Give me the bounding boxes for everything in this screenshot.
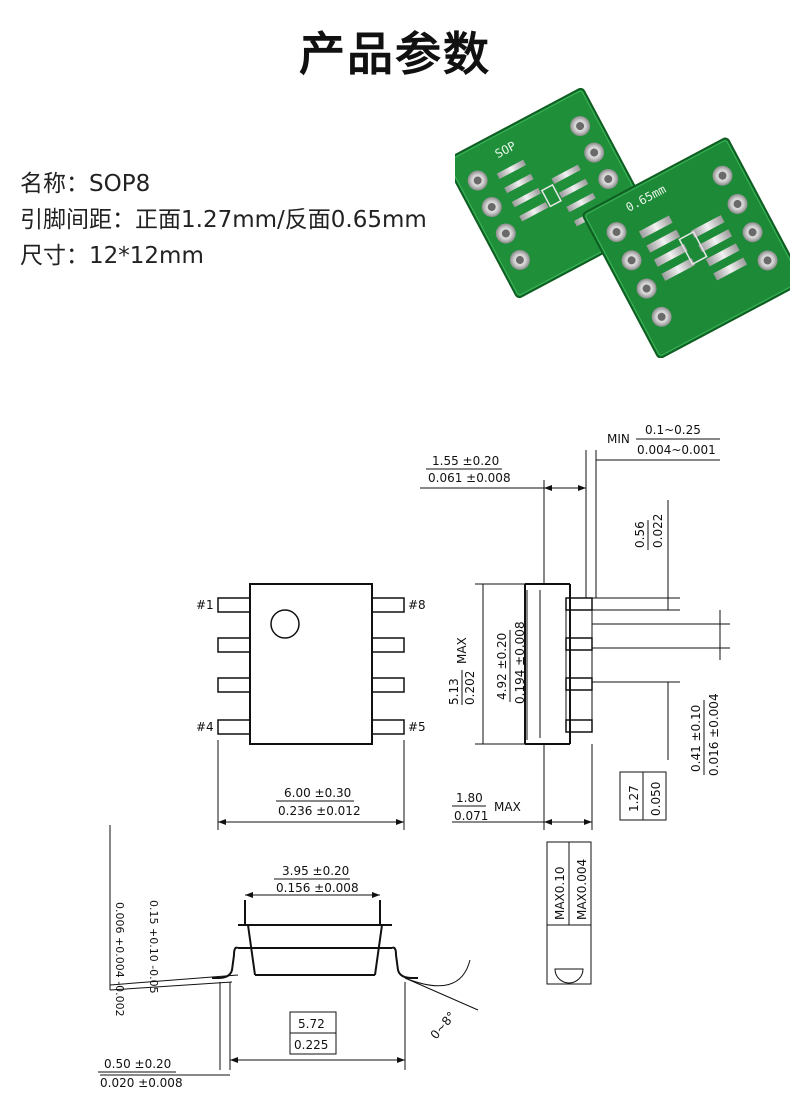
outline-geometry [100, 450, 730, 1076]
pcb-board-back: 0.65mm [582, 137, 790, 358]
pitch-top: 1.27 [627, 785, 641, 812]
height-max-top: 1.80 [456, 791, 483, 805]
spec-size: 尺寸：12*12mm [20, 243, 204, 269]
lead-thickness-top: 0.1~0.25 [645, 423, 701, 437]
standoff-top: 0.15 +0.10 -0.05 [147, 900, 160, 994]
pcb-adapter-photo: SOP 0.65mm [455, 88, 790, 358]
pin-label-5: #5 [408, 720, 426, 734]
body-length-max-top: 5.13 [447, 678, 461, 705]
height-bottom: 0.061 ±0.008 [428, 471, 511, 485]
lead-width2-bottom: 0.016 ±0.004 [707, 693, 721, 776]
body-width-top: 3.95 ±0.20 [282, 864, 349, 878]
body-length-top: 4.92 ±0.20 [495, 633, 509, 700]
pin-label-8: #8 [408, 598, 426, 612]
lead-thickness-bottom: 0.004~0.001 [637, 443, 716, 457]
foot-top: 0.50 ±0.20 [104, 1057, 171, 1071]
lead-width2-top: 0.41 ±0.10 [689, 705, 703, 772]
lead-width-bottom: 0.022 [651, 514, 665, 548]
pcb-board-front: SOP [455, 88, 656, 299]
min-label: MIN [607, 432, 630, 446]
body-length-max-suffix: MAX [455, 637, 469, 664]
foot-bottom: 0.020 ±0.008 [100, 1076, 183, 1090]
lead-span-top: 5.72 [298, 1017, 325, 1031]
height-max-bottom: 0.071 [454, 809, 488, 823]
pitch-bottom: 0.050 [649, 782, 663, 816]
spec-name: 名称：SOP8 [20, 171, 151, 197]
body-width-bottom: 0.156 ±0.008 [276, 881, 359, 895]
page-title: 产品参数 [299, 27, 491, 81]
coplanarity-bottom: MAX0.004 [575, 859, 589, 920]
span-top: 6.00 ±0.30 [284, 786, 351, 800]
height-top: 1.55 ±0.20 [432, 454, 499, 468]
pin-label-4: #4 [196, 720, 214, 734]
span-bottom: 0.236 ±0.012 [278, 804, 361, 818]
body-length-max-bottom: 0.202 [463, 671, 477, 705]
package-drawing: #1 #4 #8 #5 MIN 0.1~0.25 0.004~0.001 1.5… [98, 423, 730, 1090]
angle-label: 0~8° [428, 1009, 459, 1042]
body-length-bottom: 0.194 ±0.008 [513, 621, 527, 704]
standoff-bottom: 0.006 +0.004 -0.002 [113, 902, 126, 1017]
spec-pitch: 引脚间距：正面1.27mm/反面0.65mm [20, 207, 427, 233]
lead-width-top: 0.56 [633, 521, 647, 548]
spec-list: 名称：SOP8 引脚间距：正面1.27mm/反面0.65mm 尺寸：12*12m… [20, 166, 427, 274]
pin-label-1: #1 [196, 598, 214, 612]
coplanarity-top: MAX0.10 [553, 866, 567, 920]
height-max-suffix: MAX [494, 800, 521, 814]
lead-span-bottom: 0.225 [294, 1038, 328, 1052]
